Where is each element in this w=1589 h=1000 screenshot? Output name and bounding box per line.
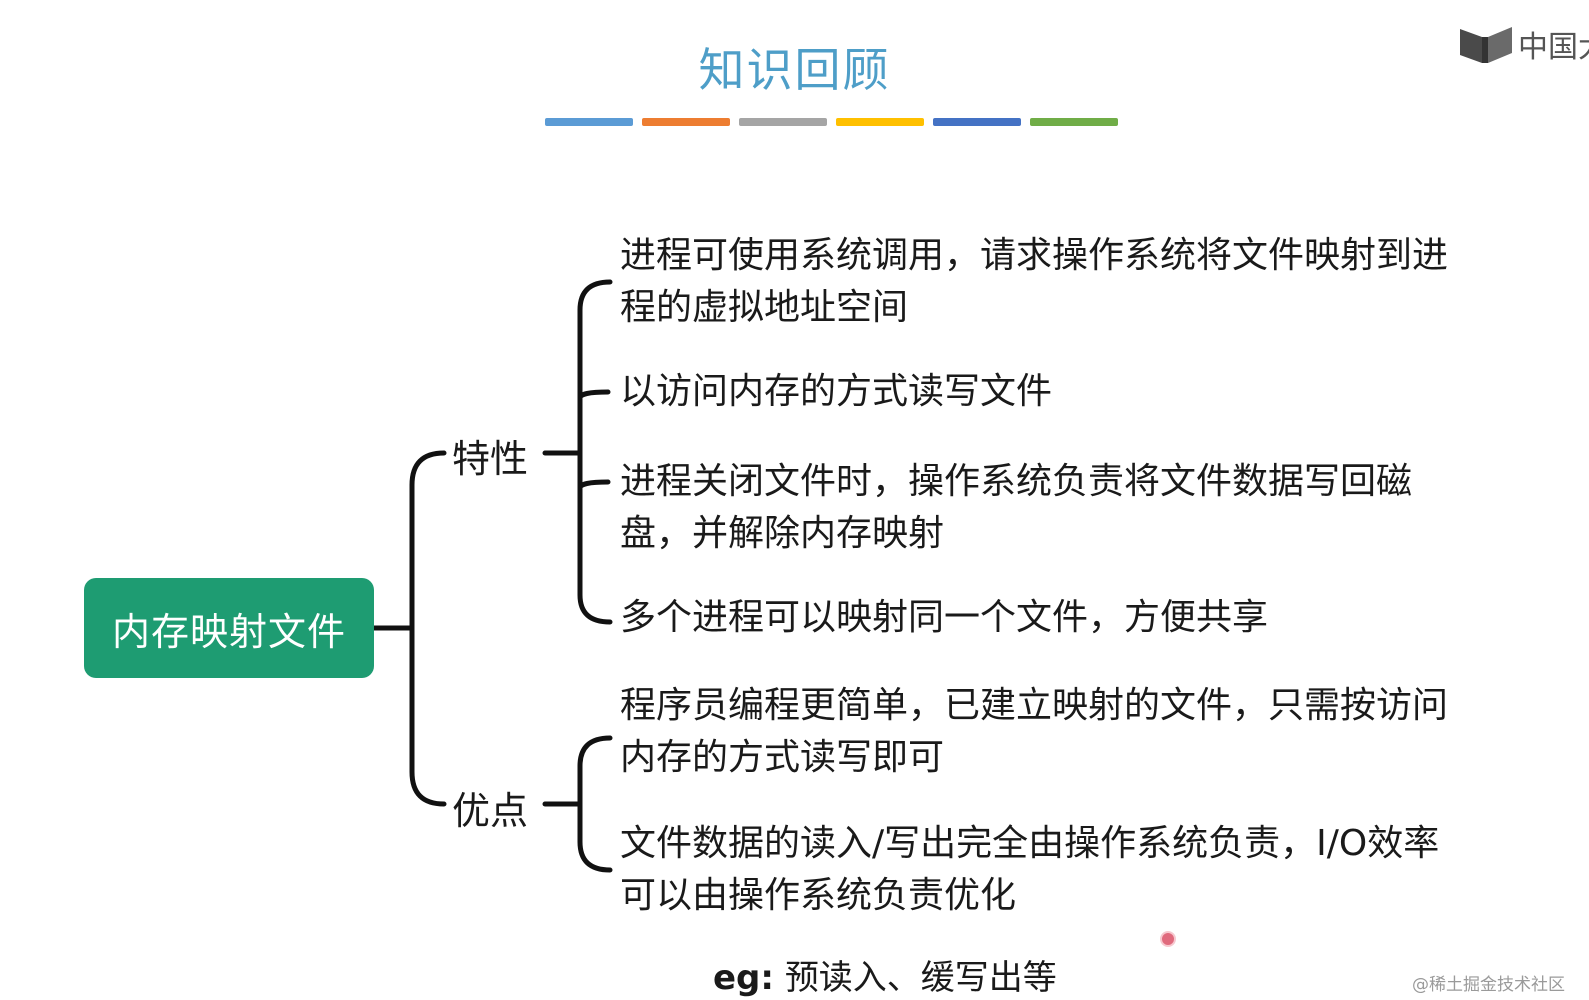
- color-bar: [545, 118, 633, 126]
- advantage-item-1: 程序员编程更简单，已建立映射的文件，只需按访问内存的方式读写即可: [620, 685, 1449, 778]
- logo: 中国大: [1458, 22, 1589, 66]
- feature-item-3: 进程关闭文件时，操作系统负责将文件数据写回磁盘，并解除内存映射: [620, 461, 1413, 554]
- color-bar-strip: [545, 118, 1118, 126]
- slide-title: 知识回顾: [698, 43, 891, 97]
- feature-item-4: 多个进程可以映射同一个文件，方便共享: [620, 597, 1269, 638]
- example-note: eg: 预读入、缓写出等: [713, 950, 1057, 999]
- color-bar: [1030, 118, 1118, 126]
- color-bar: [739, 118, 827, 126]
- example-text: 预读入、缓写出等: [784, 958, 1057, 998]
- root-node: 内存映射文件: [84, 578, 374, 678]
- watermark: @稀土掘金技术社区: [1412, 975, 1565, 995]
- branch-features-label: 特性: [452, 437, 529, 481]
- pointer-dot: [1160, 931, 1176, 947]
- example-prefix: eg:: [713, 958, 774, 998]
- feature-item-2: 以访问内存的方式读写文件: [620, 371, 1053, 412]
- logo-text: 中国大: [1518, 30, 1589, 65]
- color-bar: [933, 118, 1021, 126]
- branch-advantages-label: 优点: [452, 789, 529, 833]
- advantage-item-2: 文件数据的读入/写出完全由操作系统负责，I/O效率可以由操作系统负责优化: [620, 823, 1440, 916]
- color-bar: [836, 118, 924, 126]
- open-book-icon: [1460, 27, 1512, 63]
- color-bar: [642, 118, 730, 126]
- feature-item-1: 进程可使用系统调用，请求操作系统将文件映射到进程的虚拟地址空间: [620, 235, 1449, 328]
